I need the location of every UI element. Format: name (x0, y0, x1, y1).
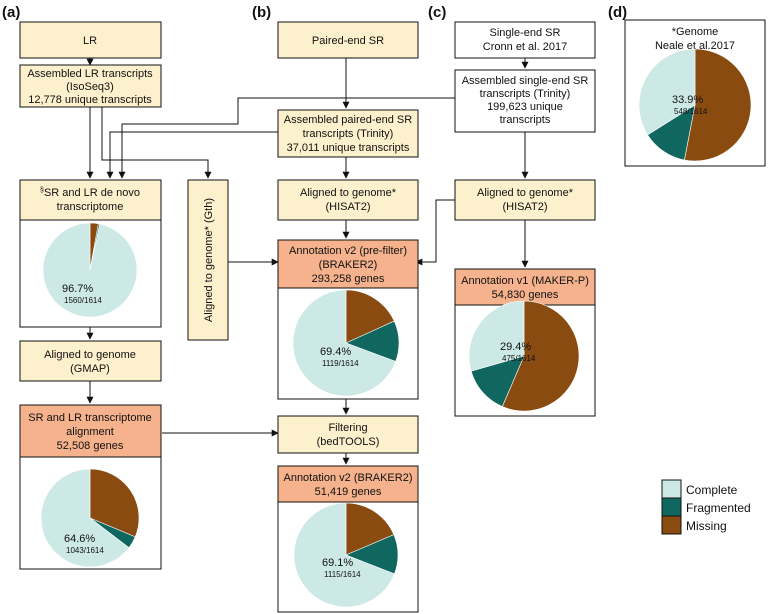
pie-count-label: 1560/1614 (64, 296, 102, 305)
arrow-hisat-c-to-annot-pre (415, 199, 455, 266)
box-annot-v2-line1: Annotation v2 (BRAKER2) (283, 472, 412, 484)
pie-slice-complete (293, 502, 395, 608)
pie-sr-lr: 64.6%1043/1614 (40, 468, 140, 568)
legend-label-fragmented: Fragmented (686, 501, 751, 515)
legend-swatch-complete (661, 479, 682, 499)
box-single-assembled-line4: transcripts (500, 114, 551, 126)
box-denovo-line2: transcriptome (57, 201, 124, 213)
pie-count-label: 1115/1614 (324, 570, 361, 579)
box-genome-line2: Neale et al.2017 (655, 40, 735, 52)
box-paired-end-text: Paired-end SR (312, 35, 384, 47)
box-alignment-line1: SR and LR transcriptome (28, 412, 152, 424)
box-genome-line1: *Genome (672, 26, 718, 38)
box-denovo-line1-text: SR and LR de novo (44, 187, 140, 199)
pie-slice-missing (501, 300, 580, 412)
box-gmap: Aligned to genome (GMAP) (19, 340, 162, 382)
pie-percent-label: 29.4% (500, 341, 531, 353)
box-paired-assembled-line3: 37,011 unique transcripts (287, 142, 410, 154)
box-gmap-line2: (GMAP) (70, 363, 110, 375)
arrow-paired-to-denovo (106, 131, 278, 179)
arrow-single-to-denovo (118, 97, 455, 179)
box-lr: LR (19, 21, 162, 59)
box-single-assembled-line1: Assembled single-end SR (462, 75, 589, 87)
pie-group: 96.7%1560/1614 64.6%1043/1614 69.4%1119/16… (40, 48, 752, 608)
box-paired-assembled: Assembled paired-end SR transcripts (Tri… (277, 109, 419, 158)
legend-label-complete: Complete (686, 483, 738, 497)
box-annot-pre-line3: 293,258 genes (312, 273, 385, 285)
pie-slice-complete (40, 468, 130, 568)
box-gmap-line1: Aligned to genome (44, 349, 136, 361)
box-lr-assembled-line3: 12,778 unique transcripts (28, 94, 152, 106)
box-paired-assembled-line2: transcripts (Trinity) (303, 128, 394, 140)
pie-slice-missing (345, 289, 395, 344)
pie-v2: 69.1%1115/1614 (293, 502, 399, 608)
box-filtering-line1: Filtering (328, 422, 367, 434)
pie-slice-complete (638, 48, 696, 136)
box-hisat-b-line2: (HISAT2) (325, 201, 370, 213)
pie-percent-label: 33.9% (672, 94, 703, 106)
pie-slice-complete (468, 300, 525, 372)
box-alignment-line3: 52,508 genes (57, 440, 124, 452)
box-annot-pre-line1: Annotation v2 (pre-filter) (289, 245, 407, 257)
arrow-lr-to-gth (101, 107, 212, 179)
pie-percent-label: 69.1% (322, 557, 353, 569)
box-lr-text: LR (83, 35, 97, 47)
box-lr-assembled-line1: Assembled LR transcripts (27, 68, 153, 80)
pie-percent-label: 64.6% (64, 533, 95, 545)
box-denovo-line1: §SR and LR de novo (40, 187, 140, 199)
pie-count-label: 548/1614 (674, 107, 708, 116)
pie-percent-label: 69.4% (320, 346, 351, 358)
box-annot-v2-line2: 51,419 genes (315, 486, 382, 498)
pie-count-label: 1043/1614 (66, 546, 104, 555)
box-alignment-line2: alignment (66, 426, 114, 438)
box-annot-pre-line2: (BRAKER2) (319, 259, 378, 271)
pie-slice-missing (345, 502, 395, 556)
section-mark: § (40, 187, 44, 194)
pie-slice-complete (292, 289, 397, 397)
legend-label-missing: Missing (686, 519, 727, 533)
box-hisat-c-line2: (HISAT2) (502, 201, 547, 213)
pie-v1: 29.4%475/1614 (468, 300, 580, 412)
box-annot-v1-line1: Annotation v1 (MAKER-P) (461, 275, 589, 287)
pie-slice-complete (42, 222, 138, 318)
box-single-assembled: Assembled single-end SR transcripts (Tri… (454, 69, 596, 133)
box-gth-text: Aligned to genome* (Gth) (203, 198, 215, 322)
box-lr-assembled: Assembled LR transcripts (IsoSeq3) 12,77… (19, 64, 162, 108)
box-gth: Aligned to genome* (Gth) (187, 179, 229, 341)
box-hisat-c: Aligned to genome* (HISAT2) (454, 179, 596, 221)
pie-slice-missing (684, 48, 752, 162)
box-single-assembled-line2: transcripts (Trinity) (480, 88, 571, 100)
box-hisat-b-line1: Aligned to genome* (300, 187, 397, 199)
box-filtering: Filtering (bedTOOLS) (277, 415, 419, 454)
panel-label-c: (c) (428, 4, 446, 21)
box-lr-assembled-line2: (IsoSeq3) (66, 81, 114, 93)
box-filtering-line2: (bedTOOLS) (317, 436, 380, 448)
box-hisat-c-line1: Aligned to genome* (477, 187, 574, 199)
legend-swatch-missing (661, 515, 682, 535)
box-annot-v1-line2: 54,830 genes (492, 289, 559, 301)
box-single-assembled-line3: 199,623 unique (487, 101, 563, 113)
box-single-end-line2: Cronn et al. 2017 (483, 41, 567, 53)
pie-slice-missing (89, 468, 140, 538)
pie-count-label: 475/1614 (502, 354, 536, 363)
pie-count-label: 1119/1614 (322, 359, 359, 368)
panel-label-b: (b) (252, 4, 271, 21)
box-hisat-b: Aligned to genome* (HISAT2) (277, 179, 419, 221)
pie-genome: 33.9%548/1614 (638, 48, 752, 162)
box-paired-assembled-line1: Assembled paired-end SR (284, 114, 412, 126)
legend-swatch-fragmented (661, 497, 682, 517)
pie-percent-label: 96.7% (62, 283, 93, 295)
box-single-end: Single-end SR Cronn et al. 2017 (454, 21, 596, 59)
box-single-end-line1: Single-end SR (490, 27, 561, 39)
box-paired-end: Paired-end SR (277, 21, 419, 59)
legend: Complete Fragmented Missing (661, 479, 751, 535)
pie-pre: 69.4%1119/1614 (292, 289, 400, 397)
pie-denovo: 96.7%1560/1614 (42, 222, 138, 318)
panel-label-d: (d) (608, 4, 627, 21)
panel-label-a: (a) (2, 4, 20, 21)
